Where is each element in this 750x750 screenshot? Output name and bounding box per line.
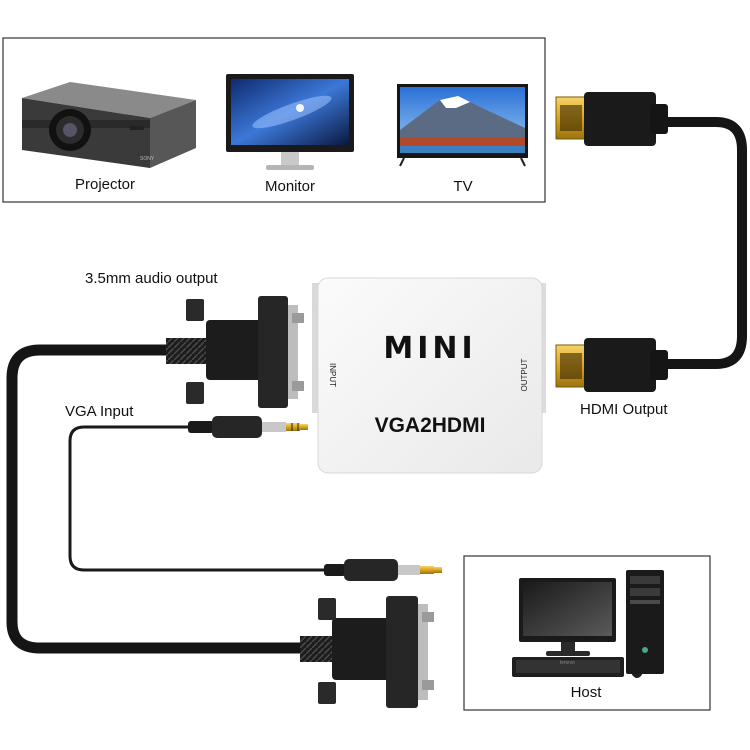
audio-jack-top [188,416,308,438]
monitor-label: Monitor [265,178,315,195]
tv-image [397,84,528,167]
monitor-image [226,74,354,170]
audio-cable [68,425,328,572]
vga-connector-top [166,296,304,408]
projector-label: Projector [75,176,135,193]
vga-connector-host [300,596,434,708]
adapter-model: VGA2HDMI [375,414,486,437]
hdmi-connector-bottom [555,338,668,392]
hdmi-output-label: HDMI Output [580,401,668,418]
adapter-brand: MINI [383,331,476,366]
vga2hdmi-adapter [312,277,546,474]
adapter-output-port-label: OUTPUT [520,358,529,391]
hdmi-cable [663,117,747,369]
vga-cable [6,344,316,654]
adapter-input-port-label: INPUT [328,363,337,387]
tv-label: TV [453,178,472,195]
audio-jack-host [324,559,442,581]
keyboard-brand-mark: lenovo [560,660,575,666]
vga-input-label: VGA Input [65,403,134,420]
hdmi-connector-top [555,92,668,146]
audio-output-label: 3.5mm audio output [85,270,218,287]
projector-brand-mark: SONY [140,156,155,162]
host-computer-image [512,570,664,678]
projector-image [22,82,196,168]
host-label: Host [571,684,603,701]
